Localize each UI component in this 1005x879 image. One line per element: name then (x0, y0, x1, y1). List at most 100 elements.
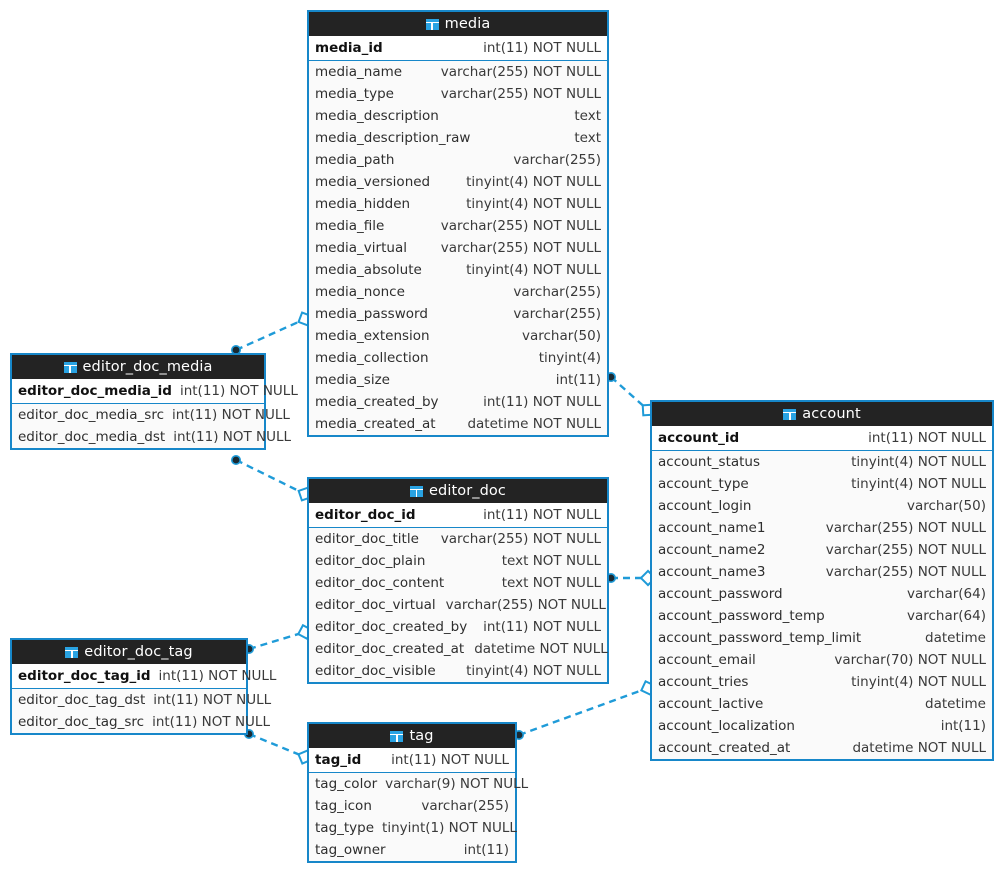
column-row[interactable]: editor_doc_media_src int(11) NOT NULL (12, 404, 290, 426)
column-row[interactable]: account_password_temp varchar(64) (652, 605, 992, 627)
entity-title: tag (409, 727, 434, 744)
column-type: tinyint(4) NOT NULL (851, 674, 986, 690)
column-name: editor_doc_visible (315, 663, 436, 679)
column-type: varchar(9) NOT NULL (385, 776, 529, 792)
rel-editor-doc-tag-to-editor-doc (244, 623, 314, 654)
entity-title: account (802, 405, 861, 422)
column-type: varchar(64) (906, 608, 986, 624)
table-icon (65, 646, 79, 658)
column-name: account_name2 (658, 542, 766, 558)
column-type: int(11) NOT NULL (483, 507, 601, 523)
column-name: editor_doc_media_src (18, 407, 164, 423)
column-row[interactable]: editor_doc_title varchar(255) NOT NULL (309, 528, 607, 550)
column-name: media_password (315, 306, 428, 322)
column-name: account_name1 (658, 520, 766, 536)
relationship-line (518, 686, 649, 737)
entity-header-account[interactable]: account (652, 402, 992, 426)
entity-header-editor_doc_tag[interactable]: editor_doc_tag (12, 640, 246, 664)
column-name: account_login (658, 498, 752, 514)
column-name: editor_doc_title (315, 531, 419, 547)
column-type: varchar(255) NOT NULL (440, 531, 601, 547)
column-name: media_hidden (315, 196, 411, 212)
column-name: tag_color (315, 776, 378, 792)
column-name: editor_doc_tag_src (18, 714, 145, 730)
entity-header-editor_doc[interactable]: editor_doc (309, 479, 607, 503)
column-type: varchar(255) NOT NULL (440, 64, 601, 80)
relationship-line (610, 376, 649, 411)
rel-editor-doc-media-to-media (231, 311, 313, 355)
column-type: int(11) NOT NULL (179, 383, 298, 399)
column-name: account_type (658, 476, 749, 492)
entity-header-tag[interactable]: tag (309, 724, 515, 748)
column-type: int(11) NOT NULL (172, 407, 290, 423)
column-row[interactable]: tag_color varchar(9) NOT NULL (309, 773, 528, 795)
column-name: editor_doc_created_by (315, 619, 468, 635)
column-name: media_extension (315, 328, 430, 344)
column-type: int(11) NOT NULL (483, 394, 601, 410)
entity-header-media[interactable]: media (309, 12, 607, 36)
column-type: varchar(70) NOT NULL (834, 652, 986, 668)
entity-header-editor_doc_media[interactable]: editor_doc_media (12, 355, 264, 379)
rel-editor-doc-media-to-editor-doc (231, 454, 313, 502)
column-name: account_password_temp (658, 608, 825, 624)
column-name: media_absolute (315, 262, 422, 278)
column-name: media_type (315, 86, 394, 102)
